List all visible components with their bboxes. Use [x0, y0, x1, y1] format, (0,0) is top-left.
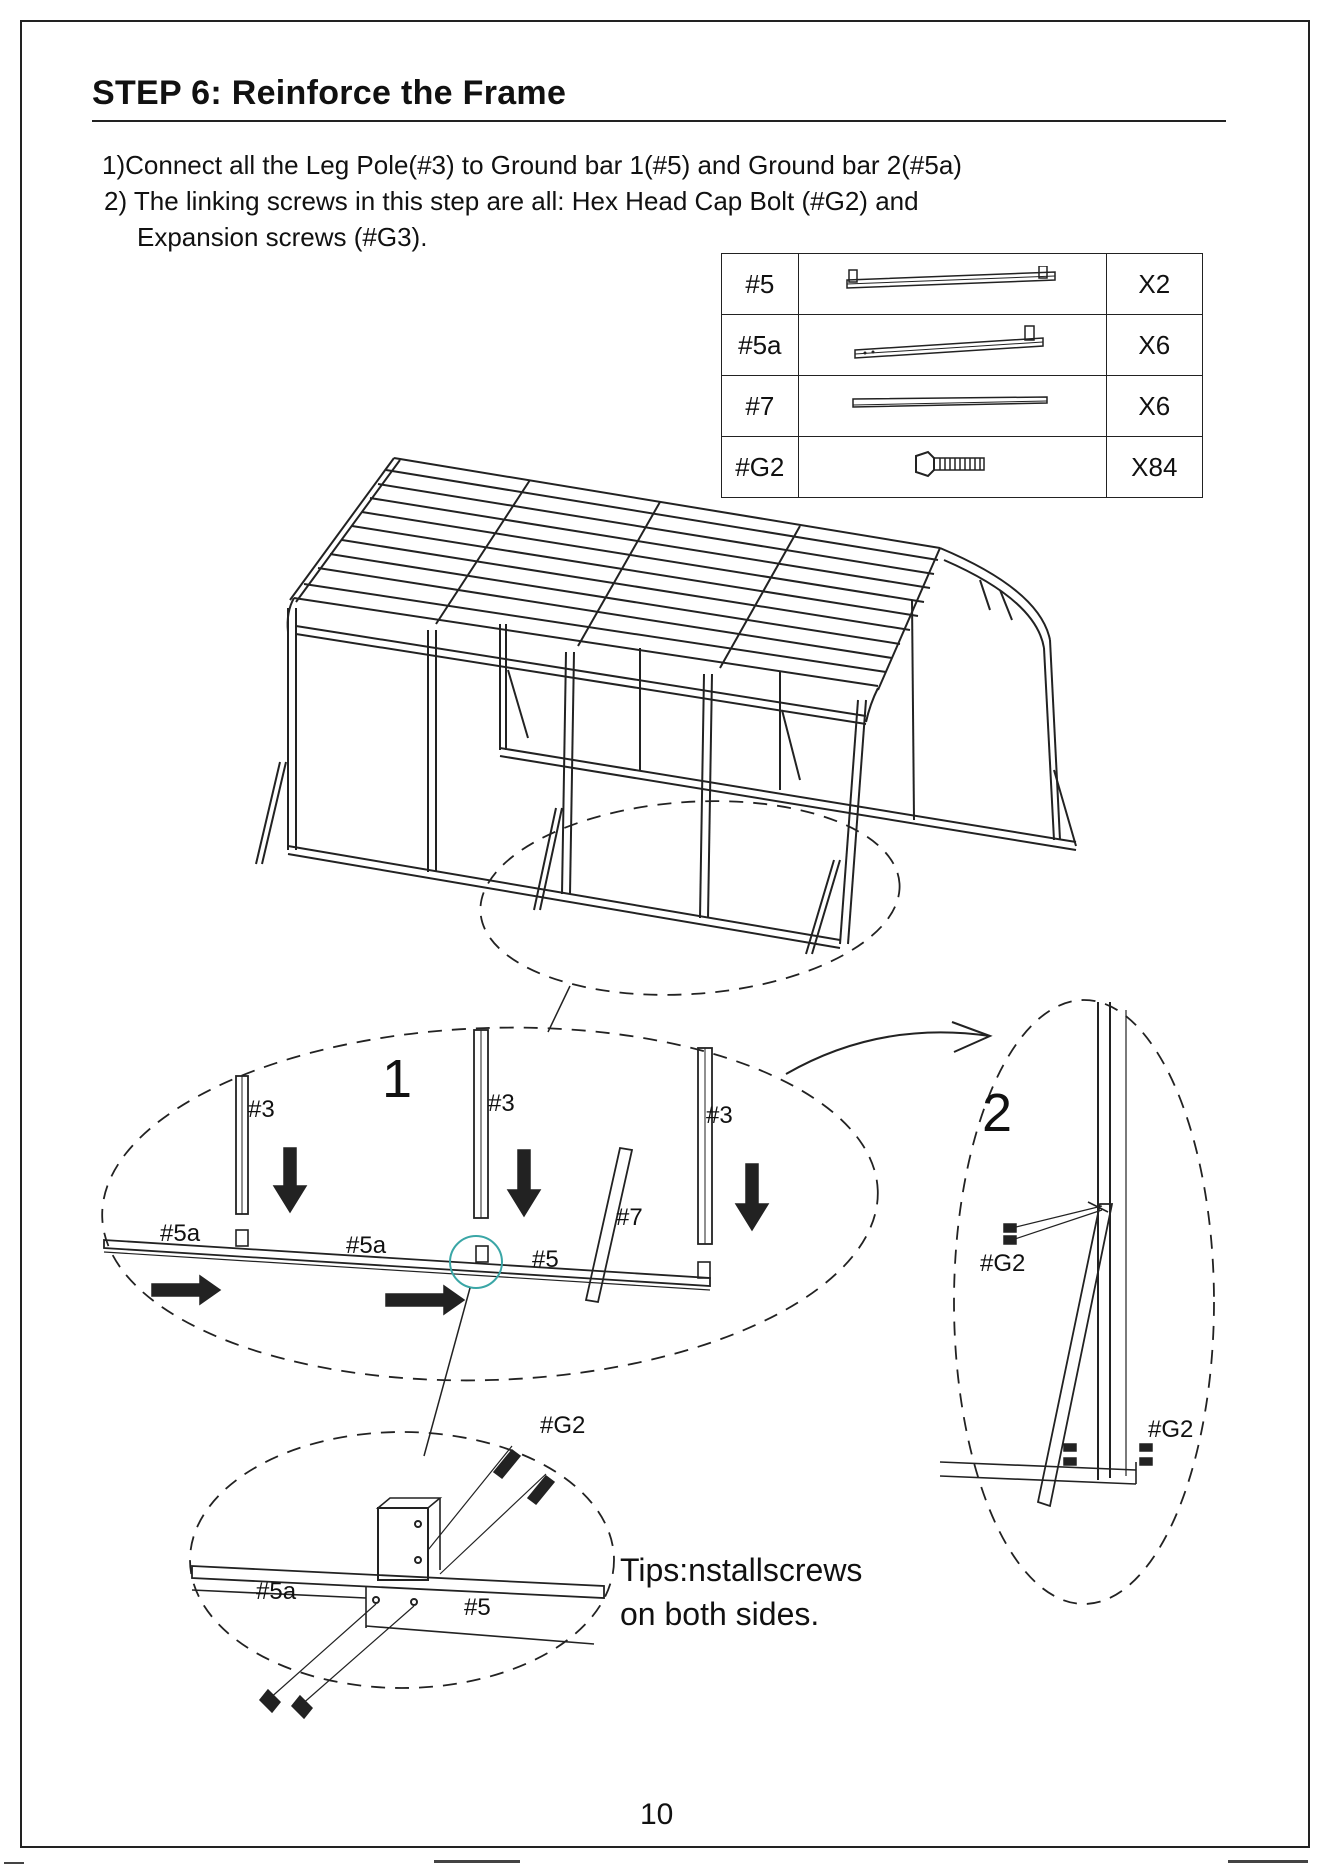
footer-scan-marks — [4, 1860, 1308, 1864]
instruction-line-3: Expansion screws (#G3). — [137, 222, 428, 252]
pole-3-label: #3 — [706, 1102, 733, 1129]
detail-2-ellipse — [953, 999, 1215, 1605]
parts-table: #5 X2 #5a X6 #7 — [721, 253, 1204, 498]
pole-3-label: #3 — [248, 1096, 275, 1123]
part-qty: X6 — [1105, 314, 1204, 376]
bar-5a-label: #5a — [160, 1220, 201, 1247]
bolt-g2-label: #G2 — [1148, 1416, 1194, 1443]
part-id: #7 — [721, 375, 799, 437]
tips-note: Tips:nstallscrews on both sides. — [620, 1548, 862, 1636]
tips-line-2: on both sides. — [620, 1596, 820, 1632]
bolt-g2-label: #G2 — [540, 1412, 586, 1439]
step-title: STEP 6: Reinforce the Frame — [92, 74, 567, 112]
part-qty: X84 — [1105, 436, 1204, 498]
parts-row: #G2 X84 — [721, 436, 1204, 498]
title-rule — [92, 120, 1226, 122]
bolt-g2-label: #G2 — [980, 1250, 1026, 1277]
pole-3-label: #3 — [488, 1090, 515, 1117]
ground-bar-2-icon — [797, 314, 1107, 376]
part-id: #G2 — [721, 436, 799, 498]
highlight-ellipse — [479, 800, 901, 996]
page-frame — [20, 20, 1310, 1848]
detail-1-ellipse — [101, 1026, 879, 1382]
brace-7-label: #7 — [616, 1204, 643, 1231]
part-qty: X6 — [1105, 375, 1204, 437]
bar-5a-label: #5a — [346, 1232, 387, 1259]
bar-5-label: #5 — [532, 1246, 559, 1273]
hex-bolt-icon — [797, 436, 1107, 498]
page-number: 10 — [640, 1798, 674, 1831]
detail-2-number: 2 — [982, 1083, 1013, 1143]
parts-row: #5a X6 — [721, 314, 1204, 376]
parts-row: #7 X6 — [721, 375, 1204, 437]
detail-3-ellipse — [189, 1431, 615, 1689]
instruction-line-1: 1)Connect all the Leg Pole(#3) to Ground… — [102, 150, 962, 180]
carport-frame-drawing — [255, 457, 1077, 955]
tips-line-1: Tips:nstallscrews — [620, 1552, 863, 1588]
bar-5a-label: #5a — [256, 1578, 297, 1605]
detail-1-number: 1 — [382, 1049, 413, 1109]
instruction-line-2: 2) The linking screws in this step are a… — [104, 186, 919, 216]
bar-5-label: #5 — [464, 1594, 491, 1621]
part-qty: X2 — [1105, 253, 1204, 315]
part-id: #5 — [721, 253, 799, 315]
